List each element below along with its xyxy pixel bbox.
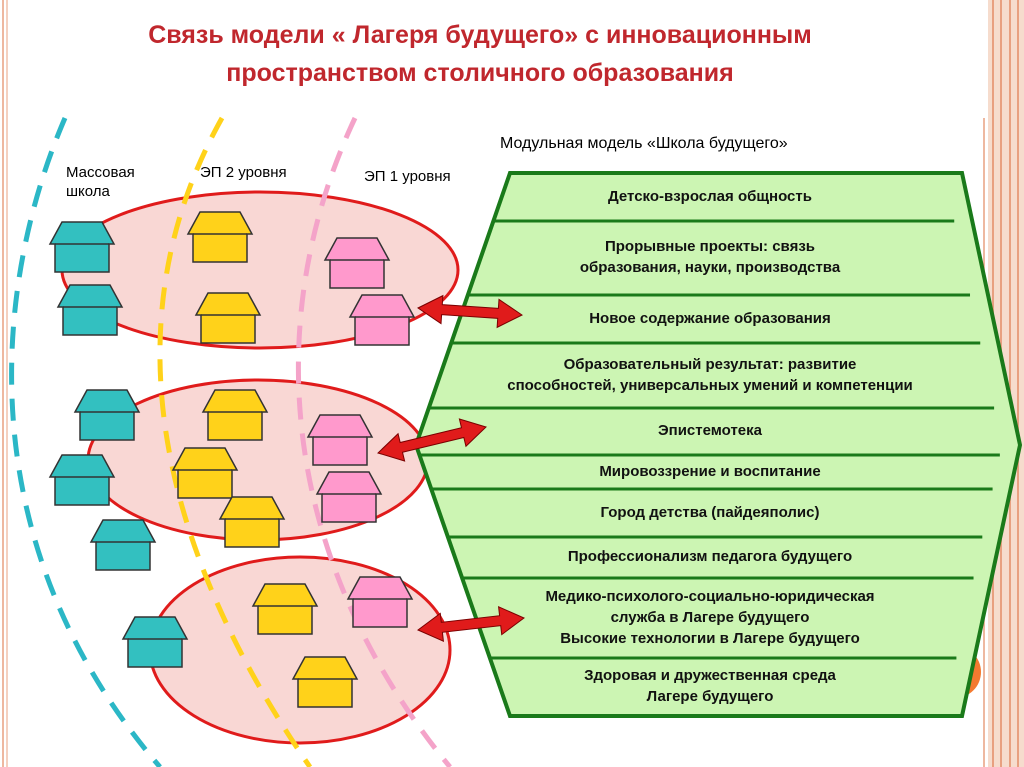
connection-arrows xyxy=(377,294,525,643)
module-item-line: Высокие технологии в Лагере будущего xyxy=(560,629,860,647)
boundary-ep1 xyxy=(295,116,452,767)
mass-school-house-icon xyxy=(121,616,189,668)
module-item: Эпистемотека xyxy=(430,420,990,441)
ep2-house-icon xyxy=(291,656,359,708)
module-item-line: Новое содержание образования xyxy=(589,309,831,327)
module-item: Профессионализм педагога будущего xyxy=(430,546,990,567)
module-item: Образовательный результат: развитие спосо… xyxy=(430,354,990,396)
ep1-house-icon xyxy=(346,576,414,628)
module-item: Прорывные проекты: связь образования, нау… xyxy=(430,236,990,278)
module-item: Мировоззрение и воспитание xyxy=(430,461,990,482)
ep1-house-icon xyxy=(348,294,416,346)
boundary-mass-school xyxy=(9,117,162,767)
double-arrow-icon xyxy=(417,294,523,329)
module-item: Город детства (пайдеяполис) xyxy=(430,502,990,523)
label-mass-school: Массовая школа xyxy=(66,164,135,200)
module-item-line: Детско-взрослая общность xyxy=(608,187,812,205)
module-item-line: Профессионализм педагога будущего xyxy=(567,548,853,565)
ep1-house-icon xyxy=(306,414,374,466)
module-item-line: Лагере будущего xyxy=(646,688,774,705)
label-ep2: ЭП 2 уровня xyxy=(200,164,287,181)
ep1-house-icon xyxy=(315,471,383,523)
double-arrow-icon xyxy=(377,418,487,462)
mass-school-house-icon xyxy=(89,519,157,571)
module-item-line: служба в Лагере будущего xyxy=(610,608,810,626)
module-item: Медико-психолого-социально-юридическая сл… xyxy=(430,586,990,649)
module-item-line: Здоровая и дружественная среда xyxy=(584,667,836,684)
module-item: Новое содержание образования xyxy=(430,308,990,329)
ep2-house-icon xyxy=(171,447,239,499)
double-arrow-icon xyxy=(417,605,525,643)
module-item: Детско-взрослая общность xyxy=(430,186,990,207)
mass-school-house-icon xyxy=(48,221,116,273)
slide-title-line-1: Связь модели « Лагеря будущего» с иннова… xyxy=(148,21,812,49)
module-item-line: Эпистемотека xyxy=(657,422,762,439)
module-item-line: Образовательный результат: развитие xyxy=(563,355,857,373)
group-ellipses xyxy=(60,190,460,745)
level-boundaries xyxy=(9,116,452,767)
boundary-ep2 xyxy=(157,116,313,767)
ep1-house-icon xyxy=(323,237,391,289)
module-hexagon xyxy=(413,171,1023,718)
left-decorative-border xyxy=(2,0,8,767)
module-item-line: Город детства (пайдеяполис) xyxy=(600,503,820,521)
ep2-house-icon xyxy=(218,496,286,548)
module-item-line: Медико-психолого-социально-юридическая xyxy=(545,587,875,605)
module-item-line: Мировоззрение и воспитание xyxy=(599,462,821,480)
slide-title-line-2: пространством столичного образования xyxy=(226,59,734,87)
module-dividers xyxy=(419,219,1000,660)
ep2-house-icon xyxy=(201,389,269,441)
ep2-house-icon xyxy=(186,211,254,263)
ep2-house-icon xyxy=(251,583,319,635)
ep2-house-icon xyxy=(194,292,262,344)
module-item-line: способностей, универсальных умений и ком… xyxy=(507,376,913,394)
houses xyxy=(48,211,416,708)
label-ep1: ЭП 1 уровня xyxy=(364,168,451,185)
mass-school-house-icon xyxy=(48,454,116,506)
mass-school-house-icon xyxy=(73,389,141,441)
module-item-line: образования, науки, производства xyxy=(579,259,841,276)
mass-school-house-icon xyxy=(56,284,124,336)
module-model-title: Модульная модель «Школа будущего» xyxy=(500,135,788,152)
module-item-line: Прорывные проекты: связь xyxy=(604,238,816,255)
